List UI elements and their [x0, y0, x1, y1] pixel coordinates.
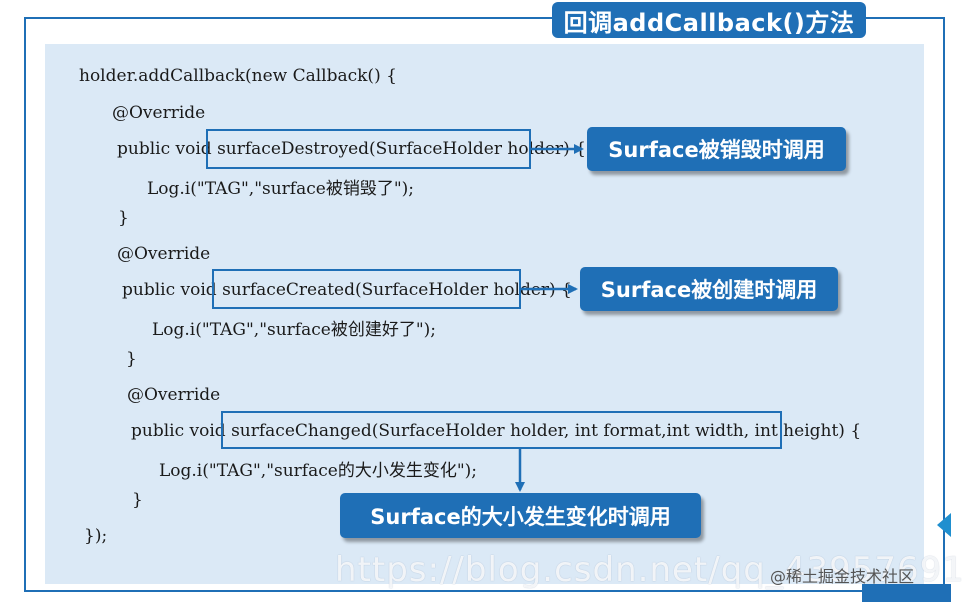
callout-changed: Surface的大小发生变化时调用 [340, 493, 701, 538]
callout-destroyed: Surface被销毁时调用 [587, 127, 846, 171]
code-line-created-log: Log.i("TAG","surface被创建好了"); [152, 320, 436, 340]
highlight-destroyed [206, 129, 531, 169]
code-brace: { [555, 280, 572, 300]
code-line-override-1: @Override [112, 103, 206, 123]
code-changed-signature: surfaceChanged(SurfaceHolder holder, int… [231, 421, 845, 441]
code-line-close-all: }); [84, 526, 108, 546]
code-line-destroyed-log: Log.i("TAG","surface被销毁了"); [147, 179, 414, 199]
code-line-override-3: @Override [127, 385, 221, 405]
code-line-override-2: @Override [117, 244, 211, 264]
code-line-close-3: } [132, 490, 143, 510]
code-public-void: public void [122, 280, 223, 300]
callout-created: Surface被创建时调用 [580, 267, 838, 311]
code-line-changed: public void surfaceChanged(SurfaceHolder… [131, 421, 861, 441]
corner-bar [862, 584, 951, 602]
code-public-void: public void [117, 139, 218, 159]
juejin-source-badge: @稀土掘金技术社区 [770, 567, 915, 586]
csdn-watermark: https://blog.csdn.net/qq_43957691 [335, 550, 965, 590]
code-line-add-callback: holder.addCallback(new Callback() { [79, 66, 397, 86]
code-brace: { [844, 421, 862, 441]
corner-triangle [937, 513, 951, 537]
code-line-changed-log: Log.i("TAG","surface的大小发生变化"); [159, 461, 477, 481]
code-line-close-1: } [118, 208, 129, 228]
code-public-void: public void [131, 421, 232, 441]
slide-title: 回调addCallback()方法 [552, 2, 866, 38]
code-line-close-2: } [126, 349, 137, 369]
highlight-created [212, 269, 521, 309]
code-brace: { [569, 139, 586, 159]
highlight-changed [221, 411, 782, 449]
